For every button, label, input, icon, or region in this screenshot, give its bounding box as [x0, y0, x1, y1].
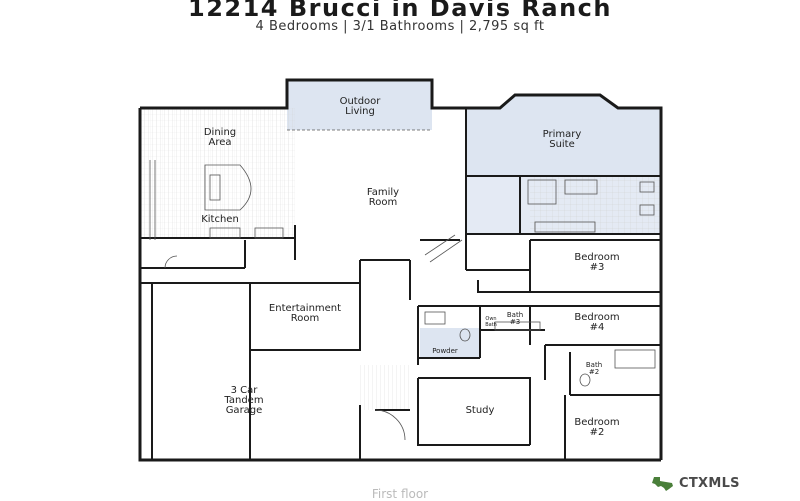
primary-suite-area: [466, 108, 661, 176]
svg-text:#2: #2: [589, 368, 599, 376]
svg-text:Living: Living: [345, 106, 375, 117]
svg-text:Bath: Bath: [507, 311, 523, 319]
room-label-bedroom-4: Bedroom #4: [574, 312, 619, 333]
svg-text:Bedroom: Bedroom: [574, 252, 619, 263]
svg-text:Outdoor: Outdoor: [340, 96, 382, 107]
room-label-dining-area: Dining Area: [204, 127, 236, 148]
svg-text:Dining: Dining: [204, 127, 236, 138]
floor-caption: First floor: [371, 487, 429, 501]
svg-text:Entertainment: Entertainment: [269, 303, 341, 314]
svg-text:Tandem: Tandem: [223, 395, 263, 406]
room-label-entertainment-room: Entertainment Room: [269, 303, 341, 324]
svg-text:Kitchen: Kitchen: [201, 214, 239, 225]
svg-text:Bath: Bath: [485, 322, 497, 328]
outdoor-living-area: [287, 80, 432, 130]
svg-text:Family: Family: [367, 187, 399, 198]
room-label-bath-2: Bath #2: [586, 361, 602, 376]
logo-text: CTXMLS: [679, 475, 740, 491]
svg-text:Own: Own: [485, 316, 496, 322]
room-label-kitchen: Kitchen: [201, 214, 239, 225]
svg-text:#3: #3: [590, 262, 605, 273]
room-label-bath-3: Bath #3: [507, 311, 523, 326]
svg-text:#2: #2: [590, 427, 605, 438]
texas-state-icon: [652, 477, 673, 491]
room-label-own-bath: Own Bath: [485, 316, 497, 328]
room-label-bedroom-3: Bedroom #3: [574, 252, 619, 273]
ctxmls-logo: CTXMLS: [650, 473, 740, 493]
plan-subtitle: 4 Bedrooms | 3/1 Bathrooms | 2,795 sq ft: [255, 19, 545, 34]
room-label-garage: 3 Car Tandem Garage: [223, 385, 263, 416]
room-label-primary-suite: Primary Suite: [543, 129, 582, 150]
svg-text:Powder: Powder: [432, 347, 458, 355]
primary-bay: [500, 95, 618, 108]
svg-text:Suite: Suite: [549, 139, 575, 150]
room-label-powder: Powder: [432, 347, 458, 355]
svg-text:3 Car: 3 Car: [231, 385, 259, 396]
svg-text:Primary: Primary: [543, 129, 582, 140]
svg-text:#4: #4: [590, 322, 605, 333]
svg-text:Area: Area: [208, 137, 231, 148]
svg-text:Garage: Garage: [226, 405, 263, 416]
room-label-study: Study: [466, 405, 495, 416]
svg-text:Bedroom: Bedroom: [574, 417, 619, 428]
room-label-outdoor-living: Outdoor Living: [340, 96, 382, 117]
svg-text:Room: Room: [369, 197, 397, 208]
svg-text:Room: Room: [291, 313, 319, 324]
svg-text:Study: Study: [466, 405, 495, 416]
svg-text:Bath: Bath: [586, 361, 602, 369]
svg-text:#3: #3: [510, 318, 520, 326]
room-label-bedroom-2: Bedroom #2: [574, 417, 619, 438]
svg-text:Bedroom: Bedroom: [574, 312, 619, 323]
plan-title: 12214 Brucci in Davis Ranch: [188, 0, 612, 22]
room-label-family-room: Family Room: [367, 187, 399, 208]
